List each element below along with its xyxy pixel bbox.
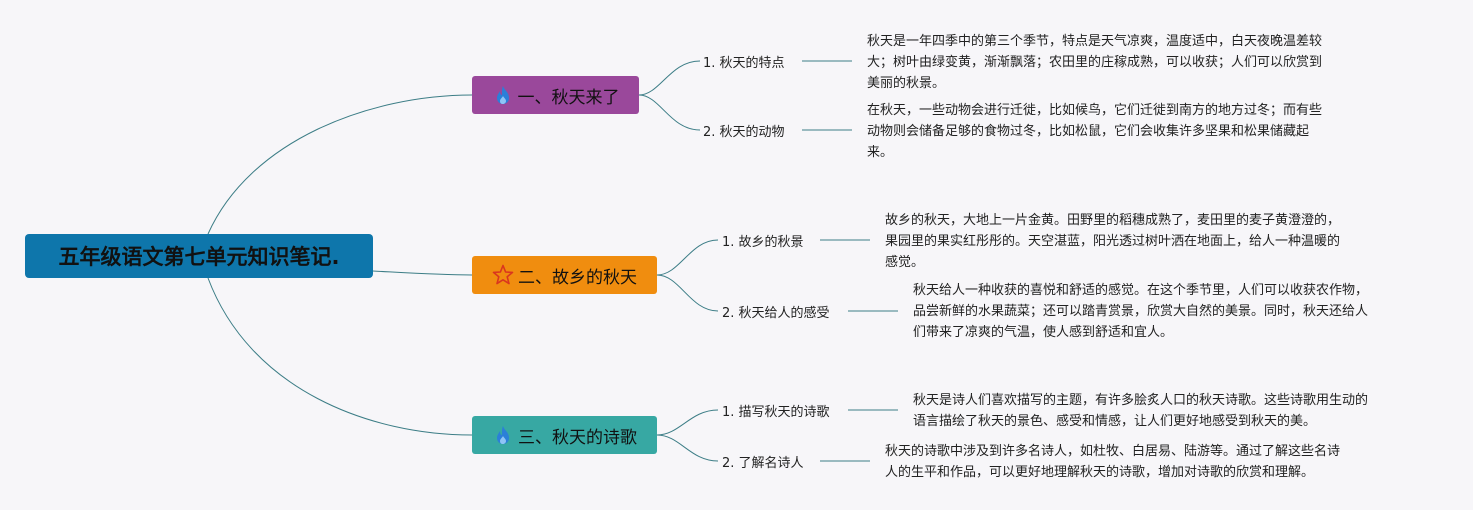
note-famous-poets: 秋天的诗歌中涉及到许多名诗人，如杜牧、白居易、陆游等。通过了解这些名诗 人的生平… <box>885 441 1340 483</box>
note-hometown-scenery: 故乡的秋天，大地上一片金黄。田野里的稻穗成熟了，麦田里的麦子黄澄澄的， 果园里的… <box>885 210 1340 273</box>
root-topic-label: 五年级语文第七单元知识笔记. <box>58 245 340 269</box>
note-line: 在秋天，一些动物会进行迁徙，比如候鸟，它们迁徙到南方的地方过冬；而有些 <box>867 103 1323 118</box>
note-line: 秋天是诗人们喜欢描写的主题，有许多脍炙人口的秋天诗歌。这些诗歌用生动的 <box>913 393 1369 408</box>
connector-b3-c1 <box>656 409 719 436</box>
note-line: 果园里的果实红彤彤的。天空湛蓝，阳光透过树叶洒在地面上，给人一种温暖的 <box>885 234 1341 249</box>
note-line: 秋天的诗歌中涉及到许多名诗人，如杜牧、白居易、陆游等。通过了解这些名诗 <box>885 444 1341 459</box>
note-line: 感觉。 <box>885 255 925 270</box>
branch-topic-hometown-autumn[interactable]: 二、故乡的秋天 <box>472 256 657 294</box>
star-icon <box>492 264 514 286</box>
subtopic-autumn-feelings[interactable]: 2. 秋天给人的感受 <box>722 306 830 321</box>
note-autumn-animals: 在秋天，一些动物会进行迁徙，比如候鸟，它们迁徙到南方的地方过冬；而有些 动物则会… <box>867 100 1322 163</box>
note-line: 美丽的秋景。 <box>867 76 946 91</box>
branch-label: 二、故乡的秋天 <box>518 267 637 288</box>
connector-b2-c2 <box>656 274 719 312</box>
note-autumn-features: 秋天是一年四季中的第三个季节，特点是天气凉爽，温度适中，白天夜晚温差较 大；树叶… <box>867 31 1322 94</box>
connector-b1-c1 <box>638 60 701 96</box>
connector-root-branch3 <box>207 277 473 436</box>
branch-topic-autumn-arrives[interactable]: 一、秋天来了 <box>472 76 639 114</box>
flame-icon <box>492 84 514 106</box>
subtopic-hometown-scenery[interactable]: 1. 故乡的秋景 <box>722 235 804 250</box>
flame-icon <box>492 424 514 446</box>
note-line: 秋天给人一种收获的喜悦和舒适的感觉。在这个季节里，人们可以收获农作物， <box>913 283 1369 298</box>
note-line: 秋天是一年四季中的第三个季节，特点是天气凉爽，温度适中，白天夜晚温差较 <box>867 34 1323 49</box>
connector-root-branch1 <box>207 94 473 235</box>
note-line: 来。 <box>867 145 894 160</box>
subtopic-autumn-poems[interactable]: 1. 描写秋天的诗歌 <box>722 405 830 420</box>
branch-label: 三、秋天的诗歌 <box>518 427 637 448</box>
note-line: 们带来了凉爽的气温，使人感到舒适和宜人。 <box>913 325 1174 340</box>
note-autumn-feelings: 秋天给人一种收获的喜悦和舒适的感觉。在这个季节里，人们可以收获农作物， 品尝新鲜… <box>913 280 1368 343</box>
branch-topic-autumn-poems[interactable]: 三、秋天的诗歌 <box>472 416 657 454</box>
connector-root-branch2 <box>372 270 473 276</box>
note-line: 大；树叶由绿变黄，渐渐飘落；农田里的庄稼成熟，可以收获；人们可以欣赏到 <box>867 55 1323 70</box>
note-autumn-poems: 秋天是诗人们喜欢描写的主题，有许多脍炙人口的秋天诗歌。这些诗歌用生动的 语言描绘… <box>913 390 1368 432</box>
note-line: 语言描绘了秋天的景色、感受和情感，让人们更好地感受到秋天的美。 <box>913 414 1317 429</box>
connector-b1-c2 <box>638 94 701 131</box>
root-topic[interactable]: 五年级语文第七单元知识笔记. <box>25 234 373 278</box>
note-line: 品尝新鲜的水果蔬菜；还可以踏青赏景，欣赏大自然的美景。同时，秋天还给人 <box>913 304 1369 319</box>
subtopic-autumn-animals[interactable]: 2. 秋天的动物 <box>703 125 785 140</box>
note-line: 故乡的秋天，大地上一片金黄。田野里的稻穗成熟了，麦田里的麦子黄澄澄的， <box>885 213 1341 228</box>
subtopic-famous-poets[interactable]: 2. 了解名诗人 <box>722 456 804 471</box>
connector-b3-c2 <box>656 434 719 462</box>
connector-b2-c1 <box>656 239 719 276</box>
branch-label: 一、秋天来了 <box>517 87 620 108</box>
note-line: 人的生平和作品，可以更好地理解秋天的诗歌，增加对诗歌的欣赏和理解。 <box>885 465 1315 480</box>
subtopic-autumn-features[interactable]: 1. 秋天的特点 <box>703 56 785 71</box>
note-line: 动物则会储备足够的食物过冬，比如松鼠，它们会收集许多坚果和松果储藏起 <box>867 124 1310 139</box>
